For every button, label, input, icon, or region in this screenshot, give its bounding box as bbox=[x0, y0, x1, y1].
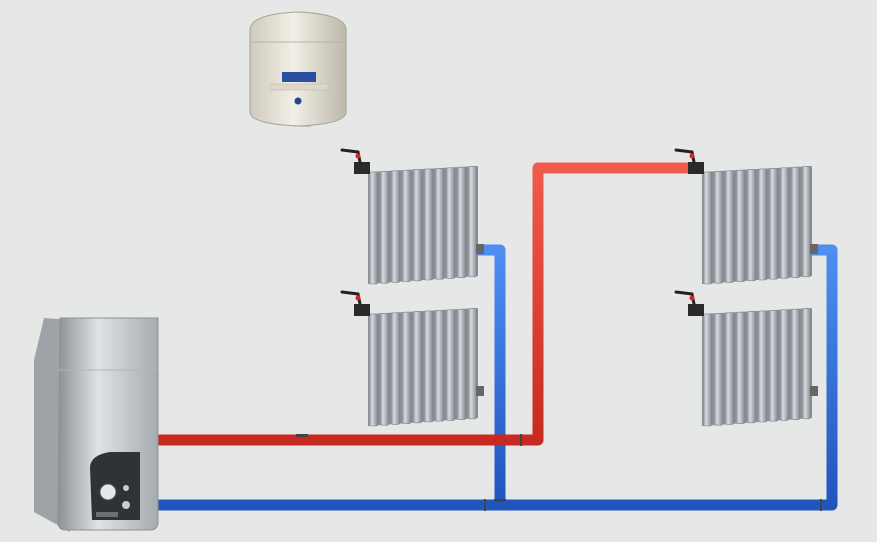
radiator-section bbox=[412, 169, 423, 282]
boiler-icon bbox=[34, 317, 159, 532]
radiator-section bbox=[746, 311, 757, 424]
radiator-section bbox=[401, 311, 412, 424]
fitting bbox=[296, 434, 308, 437]
supply-pipes bbox=[154, 114, 696, 446]
boiler-knob bbox=[123, 485, 129, 491]
radiator-section bbox=[779, 309, 790, 421]
radiator-section bbox=[379, 171, 390, 284]
radiator-section bbox=[735, 169, 746, 282]
radiator-section bbox=[746, 169, 757, 282]
return-pipes bbox=[154, 244, 838, 511]
fitting bbox=[484, 499, 486, 511]
thermostatic-valve-icon bbox=[674, 290, 704, 316]
boiler-control-panel bbox=[90, 452, 140, 520]
radiator-section bbox=[713, 313, 724, 426]
radiator-section bbox=[724, 312, 735, 425]
radiator-section bbox=[757, 310, 768, 423]
radiator-section bbox=[434, 168, 445, 280]
radiator-section bbox=[390, 312, 401, 425]
radiator-section bbox=[456, 166, 467, 278]
radiator-section bbox=[713, 171, 724, 284]
thermostatic-valve-icon bbox=[674, 148, 704, 174]
tank-gauge bbox=[294, 97, 302, 105]
radiator-section bbox=[801, 166, 812, 278]
fitting bbox=[494, 499, 506, 502]
radiator-section bbox=[456, 308, 467, 420]
radiator-section bbox=[724, 170, 735, 283]
radiator-section bbox=[379, 313, 390, 426]
radiator-section bbox=[423, 310, 434, 423]
radiator-section bbox=[412, 311, 423, 424]
radiator-section bbox=[445, 167, 456, 279]
supply-main-pipe bbox=[154, 162, 696, 446]
radiator-section bbox=[801, 308, 812, 420]
radiator-section bbox=[768, 168, 779, 280]
fitting bbox=[820, 499, 822, 511]
boiler-display bbox=[99, 483, 117, 501]
radiator-section bbox=[368, 313, 379, 427]
thermostatic-valve-icon bbox=[340, 148, 370, 174]
radiator-upper-left bbox=[340, 148, 484, 285]
fitting bbox=[520, 434, 522, 446]
radiator-section bbox=[445, 309, 456, 421]
return-riser-left bbox=[472, 244, 506, 511]
radiator-section bbox=[368, 171, 379, 285]
radiator-section bbox=[779, 167, 790, 279]
radiator-section bbox=[735, 311, 746, 424]
radiator-section bbox=[390, 170, 401, 283]
radiator-section bbox=[790, 308, 801, 420]
radiator-section bbox=[790, 166, 801, 278]
radiator-section bbox=[768, 310, 779, 422]
radiator-section bbox=[757, 168, 768, 281]
radiator-lower-left bbox=[340, 290, 484, 427]
radiator-section bbox=[423, 168, 434, 281]
thermostatic-valve-icon bbox=[340, 290, 370, 316]
radiator-lower-right bbox=[674, 290, 818, 427]
radiator-section bbox=[467, 166, 478, 278]
radiator-upper-right bbox=[674, 148, 818, 285]
tank-label-plate bbox=[282, 72, 316, 82]
boiler-knob bbox=[122, 501, 130, 509]
pipe-fittings bbox=[296, 434, 822, 511]
radiator-section bbox=[702, 171, 713, 285]
radiator-section bbox=[434, 310, 445, 422]
radiators bbox=[340, 148, 818, 427]
expansion-tank-icon bbox=[249, 11, 347, 127]
radiator-section bbox=[702, 313, 713, 427]
radiator-section bbox=[401, 169, 412, 282]
radiator-section bbox=[467, 308, 478, 420]
